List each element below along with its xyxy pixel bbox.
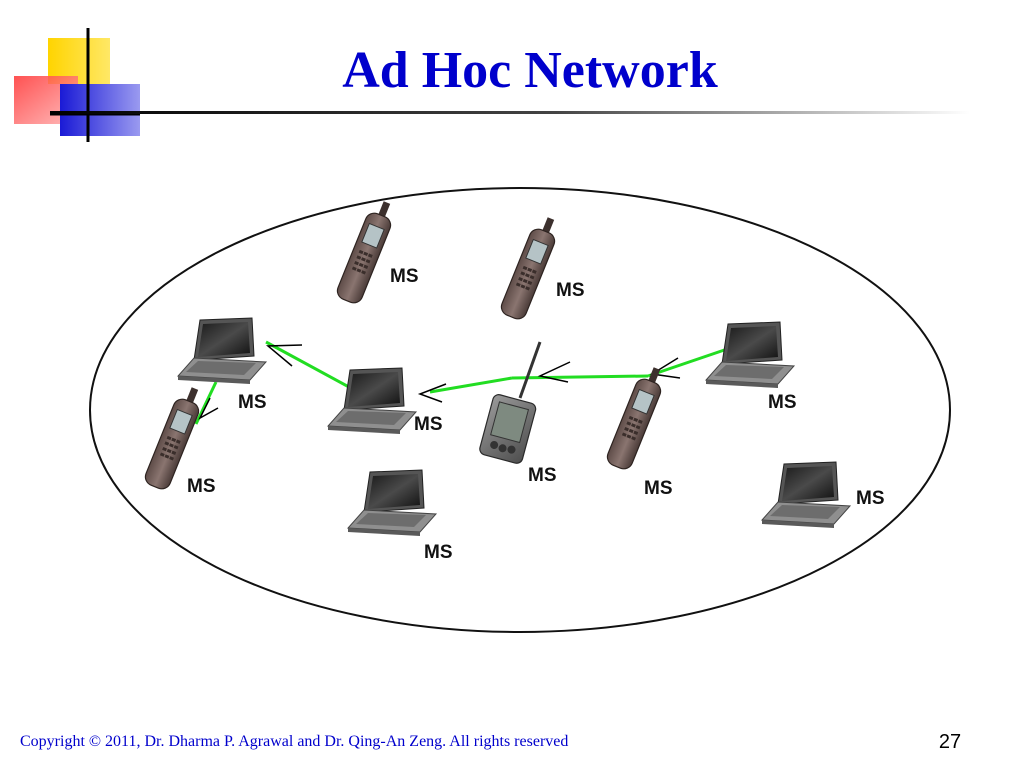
link-laptop-left-to-laptop-center — [265, 340, 361, 395]
node-label: MS — [424, 542, 453, 563]
link-laptop-center-to-pda — [429, 376, 513, 394]
network-boundary — [89, 187, 951, 633]
signal-arrow — [537, 361, 571, 383]
node-label: MS — [414, 414, 443, 435]
wireless-links — [194, 340, 743, 425]
pda-antenna — [518, 341, 542, 399]
ad-hoc-network-diagram: MS MS MS MS MS MS MS MS MS MS — [89, 187, 951, 633]
signal-arrow — [265, 344, 303, 367]
node-label: MS — [187, 476, 216, 497]
node-label: MS — [238, 392, 267, 413]
node-label: MS — [644, 478, 673, 499]
signal-arrow — [198, 397, 219, 420]
node-label: MS — [556, 280, 585, 301]
signal-arrows — [198, 344, 681, 420]
cell-phone-icon — [604, 362, 670, 473]
corner-logo-graphic — [14, 28, 140, 142]
slide-title: Ad Hoc Network — [342, 42, 718, 99]
cell-phone-icon — [334, 196, 400, 307]
node-label: MS — [528, 465, 557, 486]
cell-phone-icon — [498, 212, 564, 323]
pda-icon — [477, 392, 538, 466]
node-label: MS — [390, 266, 419, 287]
title-underline — [50, 111, 970, 114]
node-labels: MS MS MS MS MS MS MS MS MS MS — [187, 266, 885, 563]
node-label: MS — [856, 488, 885, 509]
laptop-icon — [761, 461, 851, 529]
node-label: MS — [768, 392, 797, 413]
slide-number: 27 — [938, 731, 962, 753]
link-pda-to-phone-right — [511, 374, 649, 380]
laptop-icon — [705, 321, 795, 389]
signal-arrow — [417, 383, 447, 403]
link-laptop-left-to-phone-left — [194, 381, 218, 425]
laptop-icon — [177, 317, 267, 385]
laptop-icon — [347, 469, 437, 537]
copyright-footer: Copyright © 2011, Dr. Dharma P. Agrawal … — [20, 733, 569, 750]
laptop-icon — [327, 367, 417, 435]
